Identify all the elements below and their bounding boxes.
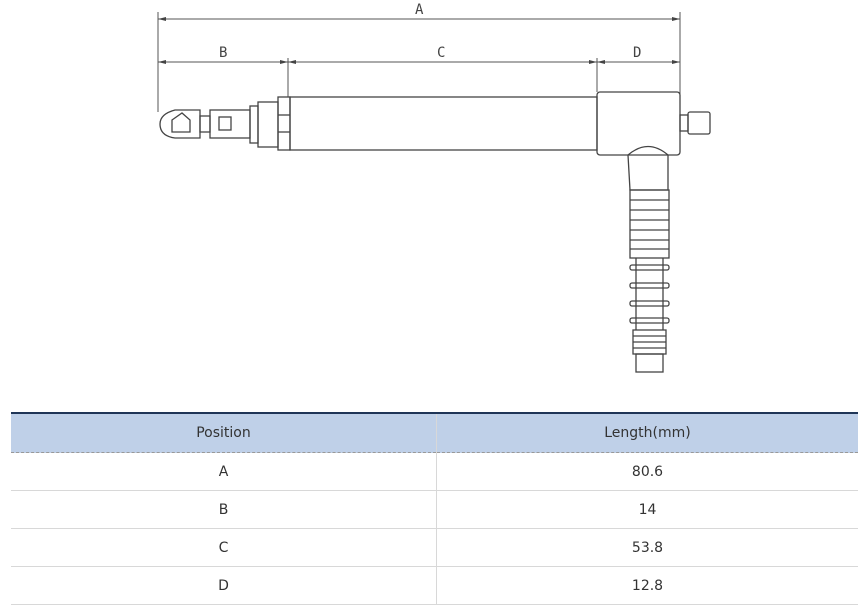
- cell-position: B: [11, 490, 437, 529]
- table-row: D 12.8: [11, 566, 858, 605]
- header-length: Length(mm): [436, 413, 858, 453]
- cell-length: 80.6: [436, 452, 858, 491]
- dimension-label-c: C: [437, 45, 445, 61]
- cell-length: 53.8: [436, 528, 858, 567]
- cable-bellows: [629, 189, 670, 373]
- dimension-label-a: A: [415, 2, 424, 18]
- table-row: A 80.6: [11, 452, 858, 491]
- dimension-table: Position Length(mm) A 80.6 B 14 C 53.8 D…: [11, 412, 858, 605]
- table-header-row: Position Length(mm): [11, 413, 858, 453]
- dimension-label-b: B: [219, 45, 227, 61]
- sensor-dimension-drawing: A B C D: [157, 2, 711, 373]
- cell-position: C: [11, 528, 437, 567]
- cell-position: A: [11, 452, 437, 491]
- header-position: Position: [11, 413, 437, 453]
- cell-position: D: [11, 566, 437, 605]
- dimension-lines: [157, 12, 681, 112]
- sensor-body: [159, 91, 711, 373]
- table-row: B 14: [11, 490, 858, 529]
- cell-length: 14: [436, 490, 858, 529]
- dimension-label-d: D: [633, 45, 641, 61]
- cell-length: 12.8: [436, 566, 858, 605]
- table-row: C 53.8: [11, 528, 858, 567]
